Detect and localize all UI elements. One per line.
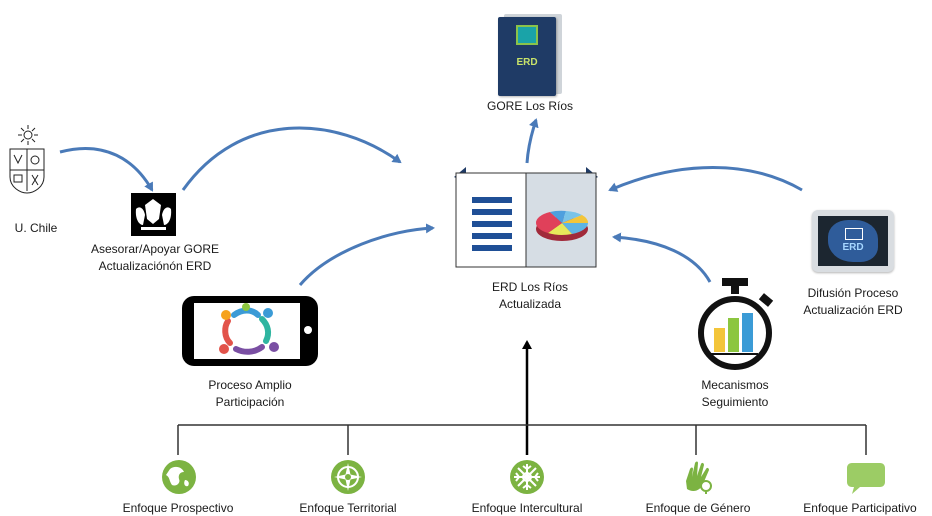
uchile-crest-icon (6, 125, 46, 195)
difusion-label-line1: Difusión Proceso (807, 286, 899, 300)
enfoque-label: Enfoque Participativo (803, 501, 917, 515)
stopwatch-icon (690, 278, 780, 372)
uchile-label: U. Chile (14, 221, 58, 235)
arrow-participacion-to-erd (298, 223, 435, 286)
arrow-difusion-to-erd (608, 166, 803, 192)
asesorar-label-line2: Actualizaciónón ERD (98, 259, 212, 273)
arrow-uchile-to-asesorar (59, 146, 154, 192)
gobierno-crest-icon (131, 193, 176, 236)
enfoque-label: Enfoque Prospectivo (122, 501, 234, 515)
difusion-tablet-icon: ERD (812, 210, 894, 272)
erd-document-icon (452, 165, 600, 269)
participacion-label-line1: Proceso Amplio (208, 378, 292, 392)
erd-label-line2: Actualizada (498, 297, 562, 311)
gore-book-icon: ERD (498, 14, 562, 96)
difusion-label-line2: Actualización ERD (803, 303, 903, 317)
erd-label-line1: ERD Los Ríos (491, 280, 569, 294)
enfoques-bracket (177, 424, 867, 455)
arrow-erd-to-gore (525, 118, 539, 164)
mecanismos-label-line1: Mecanismos (701, 378, 769, 392)
gore-label: GORE Los Ríos (486, 99, 574, 113)
mecanismos-label-line2: Seguimiento (701, 395, 769, 409)
enfoque-genero-hand-icon (680, 459, 716, 495)
gore-book-text: ERD (516, 57, 538, 68)
enfoque-label: Enfoque Territorial (299, 501, 397, 515)
arrow-asesorar-to-erd (181, 126, 402, 191)
participacion-phone-icon (182, 296, 318, 366)
participacion-label-line2: Participación (215, 395, 285, 409)
enfoque-label: Enfoque de Género (645, 501, 751, 515)
asesorar-label-line1: Asesorar/Apoyar GORE (90, 242, 220, 256)
enfoque-territorial-compass-icon (330, 459, 366, 495)
difusion-tablet-text: ERD (842, 242, 864, 253)
arrow-mecanismos-to-erd (612, 232, 712, 283)
enfoque-participativo-speech-bubble-icon (846, 461, 886, 495)
enfoque-intercultural-mandala-icon (509, 459, 545, 495)
enfoque-label: Enfoque Intercultural (471, 501, 583, 515)
enfoque-prospectivo-globe-icon (161, 459, 197, 495)
